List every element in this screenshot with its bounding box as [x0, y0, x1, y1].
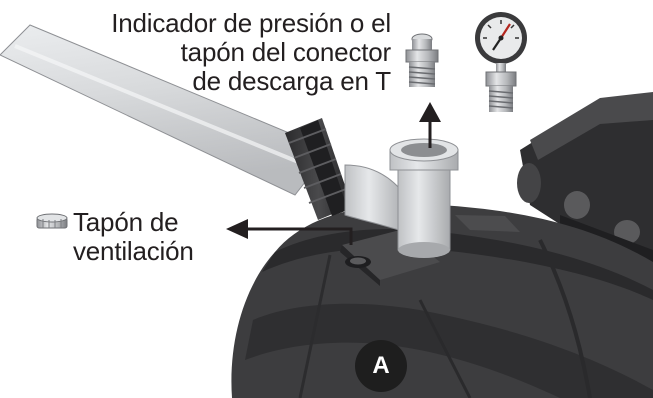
pressure-gauge-icon	[475, 12, 527, 112]
vent-label-line-2: ventilación	[73, 236, 194, 266]
gauge-label-line-1: Indicador de presión o el	[111, 8, 391, 38]
pump-housing	[231, 204, 653, 398]
arrow-left-icon	[226, 219, 353, 245]
gauge-label-line-3: de descarga en T	[192, 66, 391, 96]
gauge-or-tee-plug-label: Indicador de presión o el tapón del cone…	[111, 9, 391, 96]
gauge-label-line-2: tapón del conector	[180, 37, 392, 67]
vent-plug-icon	[36, 213, 68, 229]
tee-plug-icon	[405, 33, 439, 87]
union-coupling	[285, 118, 352, 220]
arrow-up-icon	[419, 102, 441, 148]
discharge-tee	[344, 138, 459, 258]
vent-label-line-1: Tapón de	[73, 207, 179, 237]
marker-a: A	[355, 340, 407, 392]
vent-plug-label: Tapón de ventilación	[73, 208, 194, 266]
